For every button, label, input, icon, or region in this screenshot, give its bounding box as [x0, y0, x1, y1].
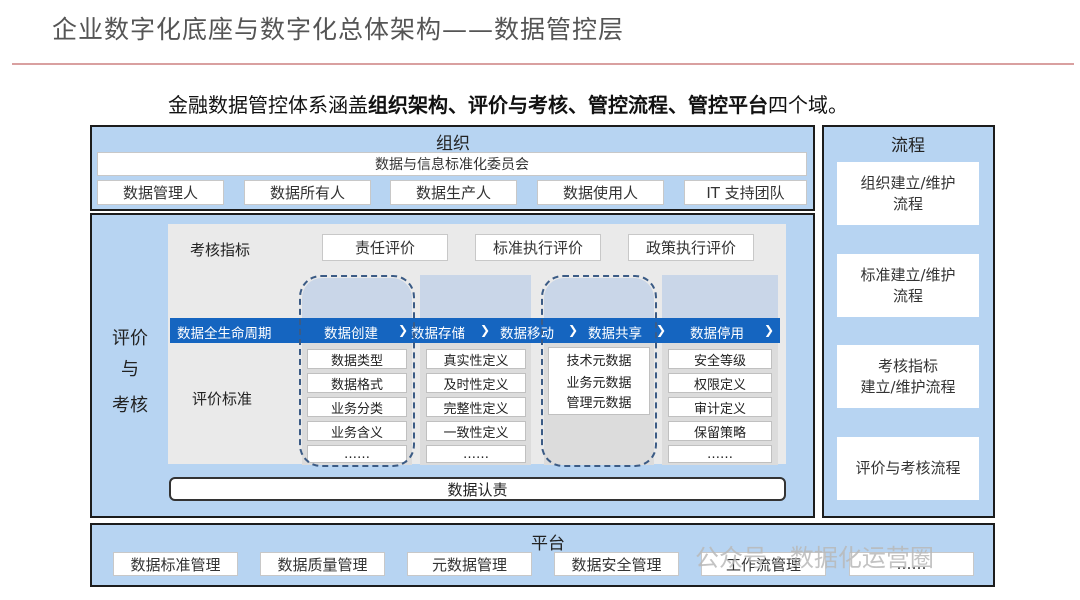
chevron-right-icon: ❯ [480, 323, 491, 337]
platform-item-security: 数据安全管理 [554, 552, 679, 576]
lifecycle-stage-retire: 数据停用 [690, 326, 744, 342]
col2-cell: 真实性定义 [426, 349, 526, 369]
col4-cell: 权限定义 [668, 373, 772, 393]
column-4-top [662, 275, 778, 319]
column-2-top [420, 275, 531, 319]
col4-cell: 安全等级 [668, 349, 772, 369]
lifecycle-stage-create: 数据创建 [324, 326, 378, 342]
col2-cell: 及时性定义 [426, 373, 526, 393]
col3-cell: 业务元数据 [549, 371, 649, 391]
evaluation-side-label-3: 考核 [112, 395, 148, 416]
page-title: 企业数字化底座与数字化总体架构——数据管控层 [52, 15, 625, 44]
evaluation-side-label-2: 与 [121, 359, 139, 380]
platform-item-metadata: 元数据管理 [407, 552, 532, 576]
col3-cell: 管理元数据 [549, 391, 649, 411]
chevron-right-icon: ❯ [764, 323, 775, 337]
process-item-line: 考核指标 [877, 356, 938, 375]
col1-cell: …… [307, 445, 407, 463]
title-divider [12, 63, 1074, 65]
platform-item-more: …… [849, 552, 974, 576]
subtitle-prefix: 金融数据管控体系涵盖 [168, 93, 368, 117]
col4-cell: 审计定义 [668, 397, 772, 417]
platform-item-standard: 数据标准管理 [113, 552, 238, 576]
kpi-standard-execution: 标准执行评价 [475, 234, 601, 261]
evaluation-side-label-1: 评价 [112, 328, 148, 349]
chevron-right-icon: ❯ [568, 323, 579, 337]
committee-box: 数据与信息标准化委员会 [97, 152, 807, 176]
subtitle-bold: 组织架构、评价与考核、管控流程、管控平台 [368, 93, 768, 117]
subtitle-suffix: 四个域。 [768, 93, 848, 117]
platform-title: 平台 [531, 534, 565, 554]
watermark: 公众号 · 数据化运营圈 [695, 544, 934, 572]
process-title: 流程 [891, 136, 925, 156]
col4-cell: …… [668, 445, 772, 463]
role-data-owner: 数据所有人 [244, 180, 371, 205]
lifecycle-label: 数据全生命周期 [177, 326, 272, 342]
kpi-responsibility: 责任评价 [322, 234, 448, 261]
col2-cell: 完整性定义 [426, 397, 526, 417]
kpi-label: 考核指标 [190, 241, 251, 259]
process-item-line: 流程 [892, 194, 923, 213]
process-item-evaluation: 评价与考核流程 [837, 437, 979, 500]
col1-cell: 业务含义 [307, 421, 407, 441]
role-data-user: 数据使用人 [537, 180, 664, 205]
process-item-line: 流程 [892, 286, 923, 305]
process-item-line: 组织建立/维护 [860, 173, 956, 192]
role-data-manager: 数据管理人 [97, 180, 224, 205]
col1-cell: 业务分类 [307, 397, 407, 417]
col2-cell: 一致性定义 [426, 421, 526, 441]
lifecycle-stage-store: 数据存储 [411, 326, 465, 342]
process-item-organization: 组织建立/维护 流程 [837, 162, 979, 225]
col1-cell: 数据格式 [307, 373, 407, 393]
chevron-right-icon: ❯ [656, 323, 667, 337]
process-item-line: 建立/维护流程 [860, 377, 956, 396]
lifecycle-stage-share: 数据共享 [588, 326, 642, 342]
organization-title: 组织 [436, 134, 470, 154]
role-it-support: IT 支持团队 [684, 180, 807, 205]
dashed-highlight-column-1 [299, 275, 415, 467]
process-item-line: 评价与考核流程 [855, 459, 961, 477]
process-item-standard: 标准建立/维护 流程 [837, 254, 979, 317]
col1-cell: 数据类型 [307, 349, 407, 369]
col2-cell: …… [426, 445, 526, 463]
platform-panel [90, 523, 995, 587]
kpi-policy-execution: 政策执行评价 [628, 234, 754, 261]
lifecycle-bar [170, 318, 780, 343]
col4-cell: 保留策略 [668, 421, 772, 441]
role-data-producer: 数据生产人 [390, 180, 517, 205]
col3-cell: 技术元数据 [549, 349, 649, 369]
process-item-line: 标准建立/维护 [860, 265, 956, 284]
lifecycle-stage-move: 数据移动 [500, 326, 554, 342]
chevron-right-icon: ❯ [398, 323, 409, 337]
standard-label: 评价标准 [192, 390, 253, 408]
process-item-kpi: 考核指标 建立/维护流程 [837, 345, 979, 408]
platform-item-quality: 数据质量管理 [260, 552, 385, 576]
platform-item-workflow: 工作流管理 [701, 552, 826, 576]
accountability-bar: 数据认责 [169, 477, 786, 501]
diagram-subtitle: 金融数据管控体系涵盖组织架构、评价与考核、管控流程、管控平台四个域。 [168, 89, 848, 118]
dashed-highlight-column-3 [541, 275, 657, 467]
